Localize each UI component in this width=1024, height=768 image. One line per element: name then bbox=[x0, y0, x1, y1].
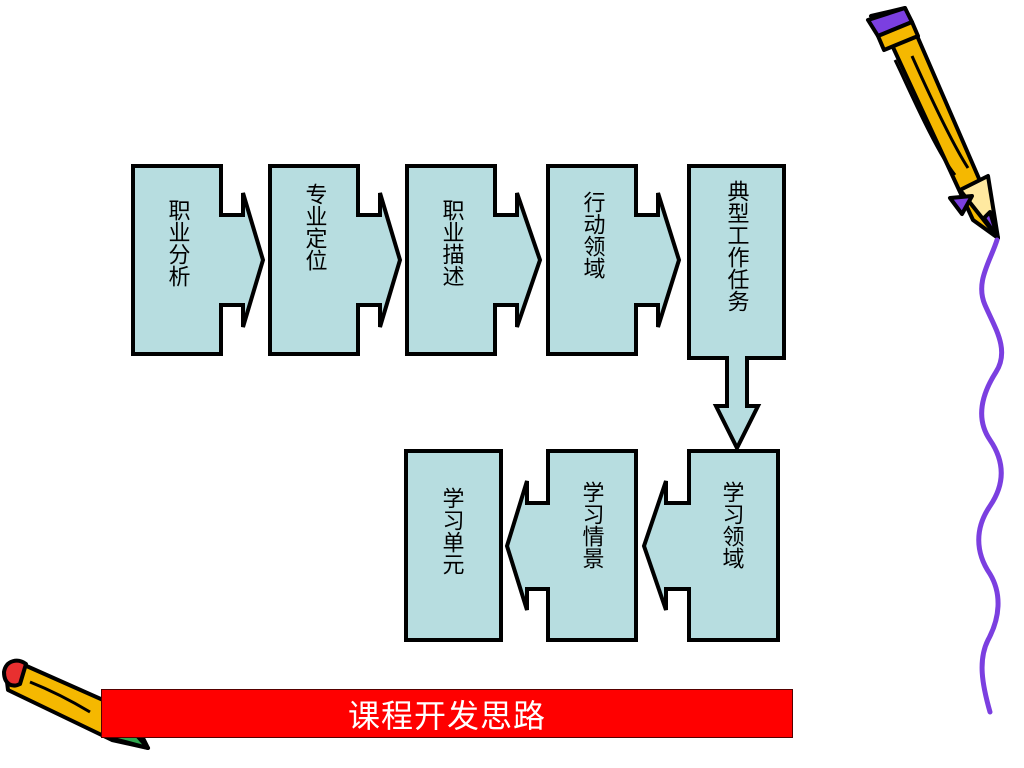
flow-node-action-field bbox=[546, 164, 682, 356]
flow-node-major-positioning-label: 专业定位 bbox=[301, 183, 327, 271]
node-text: 职业分析 bbox=[164, 199, 190, 287]
node-text: 典型工作任务 bbox=[723, 180, 749, 312]
flow-node-career-description bbox=[405, 164, 543, 356]
node-text: 学习单元 bbox=[438, 487, 464, 575]
node-text: 学习领域 bbox=[718, 481, 744, 569]
flow-node-career-description-label: 职业描述 bbox=[438, 199, 464, 287]
flow-node-learning-unit bbox=[404, 449, 503, 642]
node-text: 专业定位 bbox=[301, 183, 327, 271]
flow-node-career-analysis-label: 职业分析 bbox=[164, 199, 190, 287]
flow-node-learning-field-label: 学习领域 bbox=[718, 481, 744, 569]
flow-node-career-analysis bbox=[131, 164, 266, 356]
flow-node-learning-unit-label: 学习单元 bbox=[438, 487, 464, 575]
node-text: 行动领域 bbox=[579, 191, 605, 279]
flow-node-learning-situation-label: 学习情景 bbox=[578, 481, 604, 569]
flow-node-major-positioning bbox=[268, 164, 403, 356]
flow-node-action-field-label: 行动领域 bbox=[579, 191, 605, 279]
title-banner: 课程开发思路 bbox=[101, 689, 793, 738]
flow-node-learning-field bbox=[641, 449, 780, 642]
flow-bottom-row bbox=[404, 449, 780, 642]
flow-top-row bbox=[131, 164, 682, 356]
flow-node-learning-situation bbox=[504, 449, 638, 642]
wavy-line-right bbox=[976, 237, 1005, 715]
node-text: 职业描述 bbox=[438, 199, 464, 287]
flow-node-typical-work-tasks-label: 典型工作任务 bbox=[723, 180, 749, 312]
flow-node-typical-work-tasks bbox=[687, 164, 786, 453]
pencil-icon-top-right bbox=[866, 6, 1000, 240]
node-text: 学习情景 bbox=[578, 481, 604, 569]
slide-title: 课程开发思路 bbox=[347, 696, 546, 735]
